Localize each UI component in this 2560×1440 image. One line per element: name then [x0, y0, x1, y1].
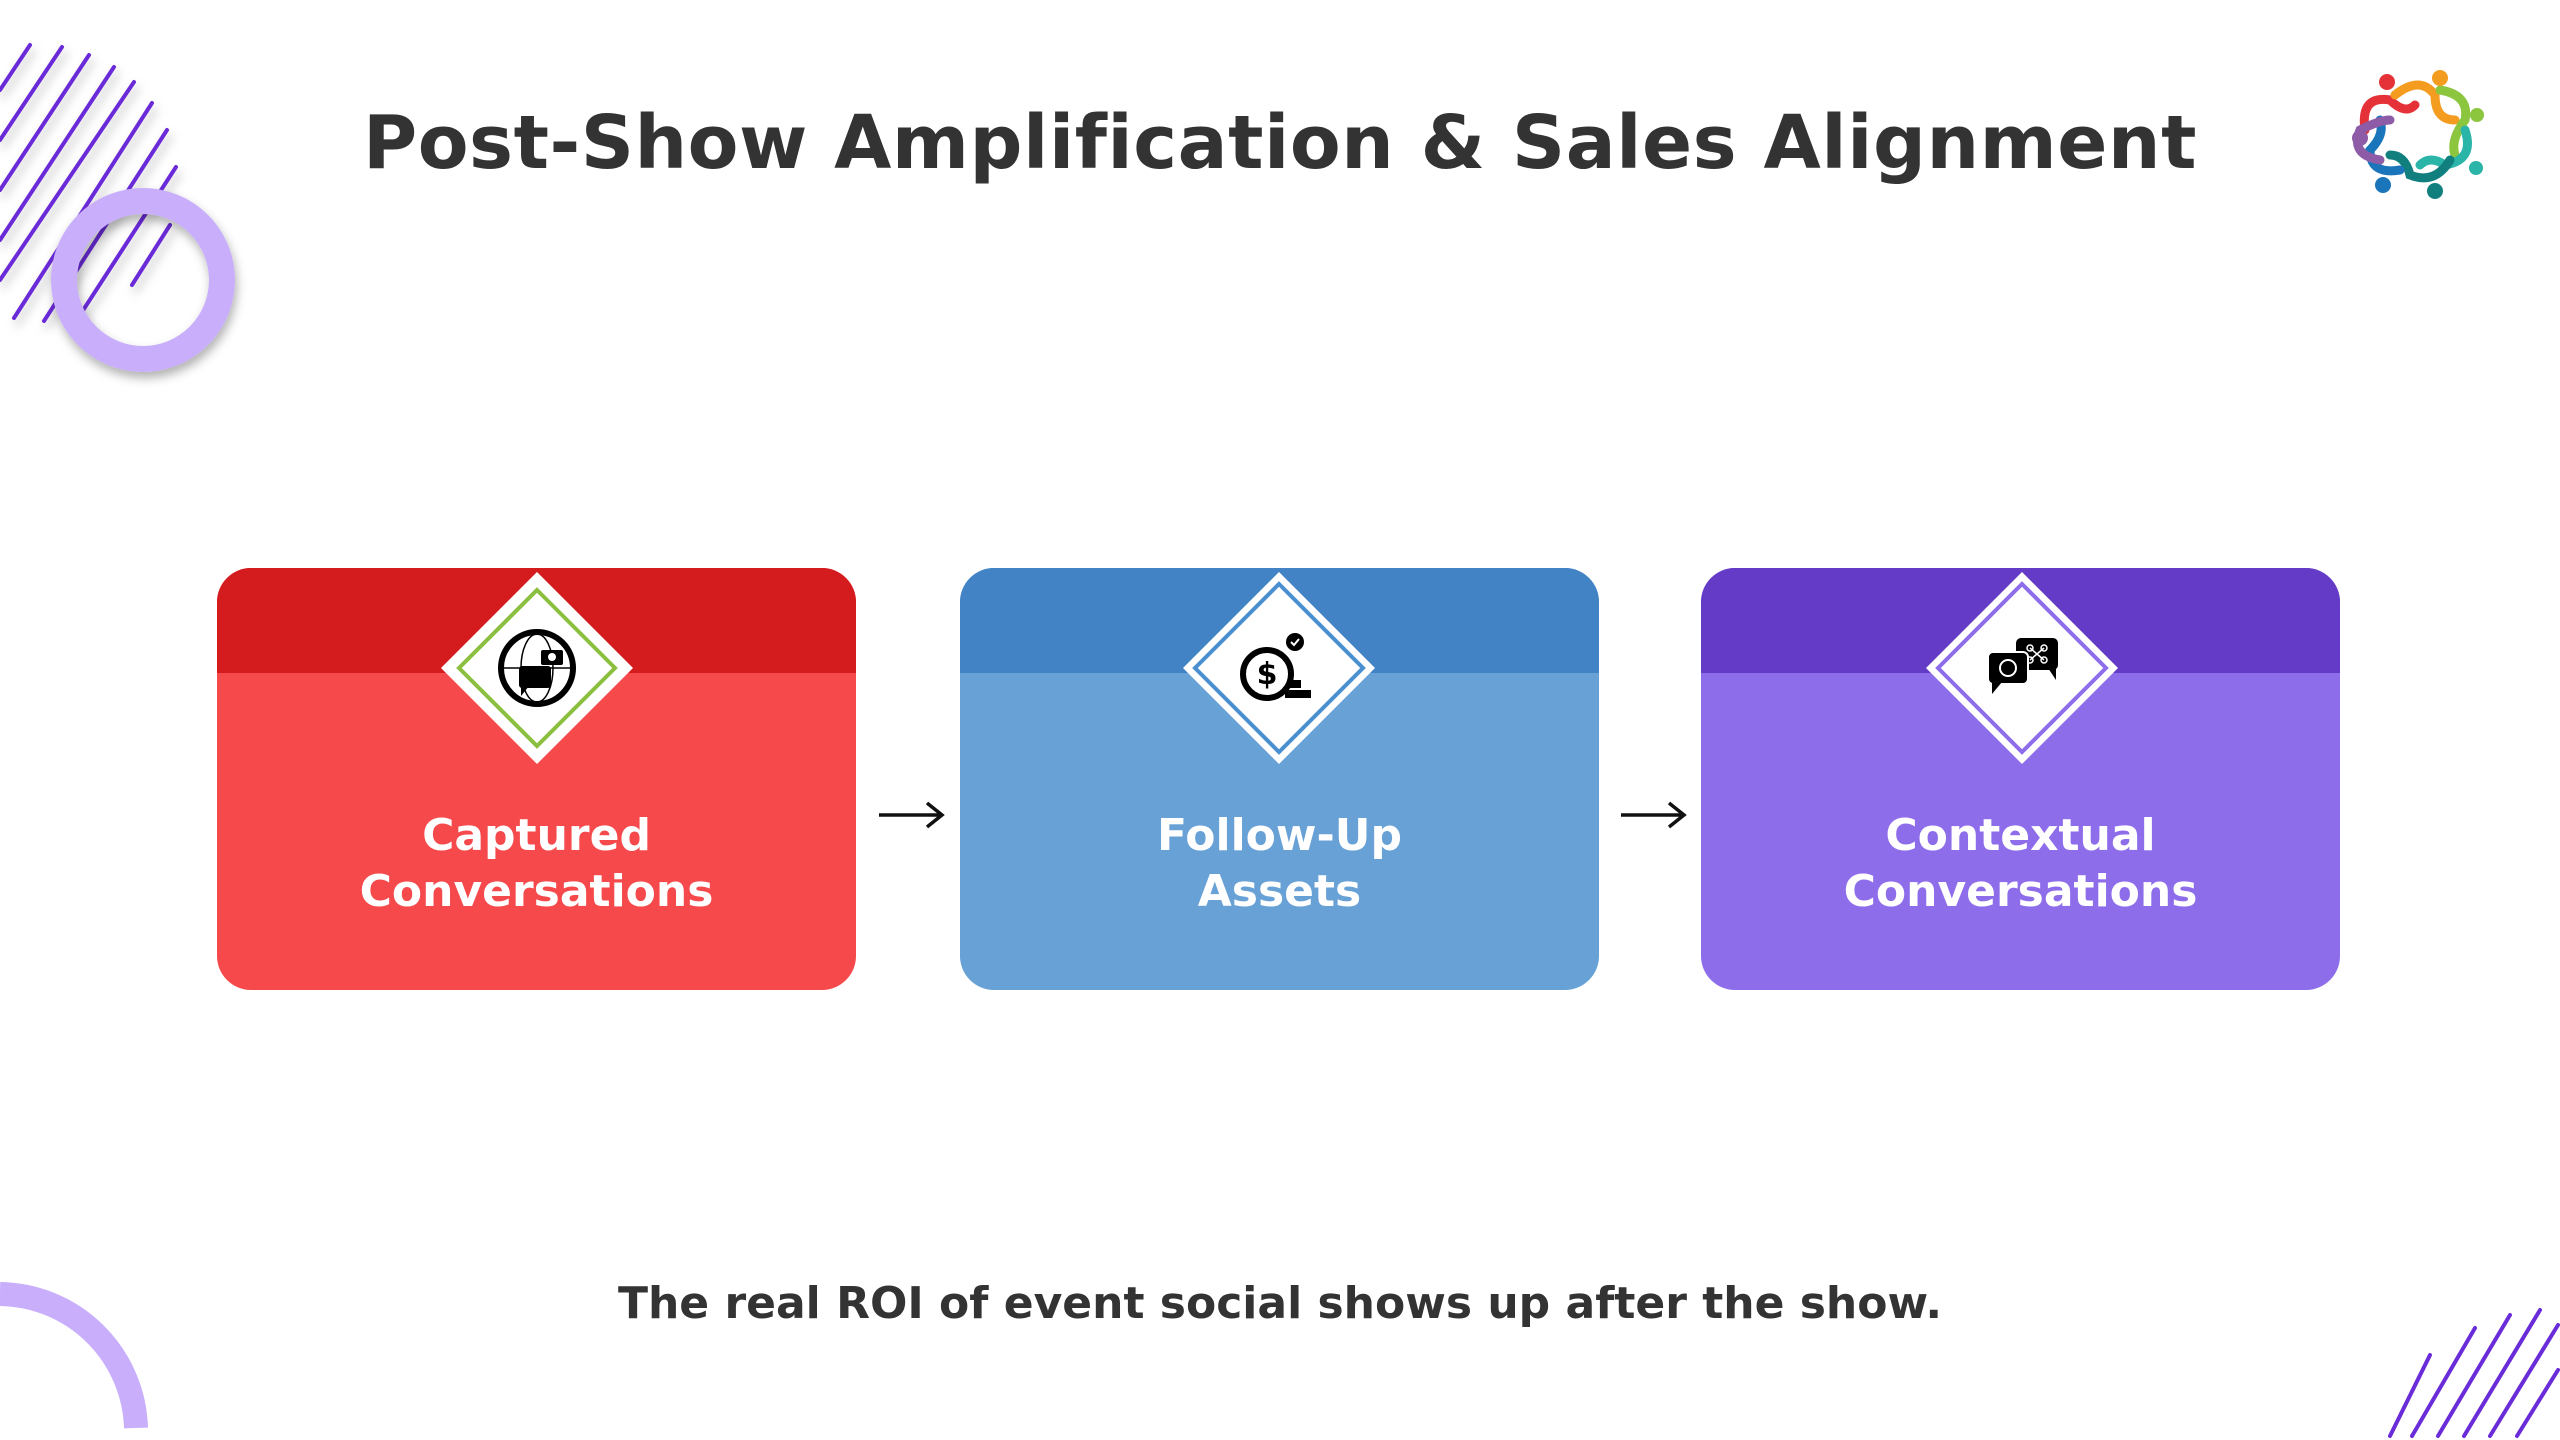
step-label-line2: Conversations — [359, 866, 714, 917]
decorative-stripes-bottom-right — [2388, 1308, 2560, 1438]
step-label-line2: Assets — [1197, 866, 1362, 917]
company-logo-icon — [2352, 70, 2484, 199]
dollar-cycle-growth-icon: $ — [1183, 572, 1375, 764]
step-label-line1: Captured — [422, 810, 651, 861]
step-label-line1: Contextual — [1885, 810, 2156, 861]
step-label-line1: Follow-Up — [1156, 810, 1403, 861]
arrow-right-icon — [879, 801, 945, 829]
svg-text:$: $ — [1257, 657, 1278, 692]
step-label-line2: Conversations — [1843, 866, 2198, 917]
arrow-right-icon — [1621, 801, 1687, 829]
page-title: Post-Show Amplification & Sales Alignmen… — [362, 100, 2197, 186]
decorative-ring-bottom-left — [0, 1282, 148, 1429]
globe-camera-chat-icon — [441, 572, 633, 764]
tagline: The real ROI of event social shows up af… — [617, 1278, 1943, 1329]
chat-bubbles-network-icon — [1926, 572, 2118, 764]
decorative-ring-top-left — [51, 188, 235, 372]
